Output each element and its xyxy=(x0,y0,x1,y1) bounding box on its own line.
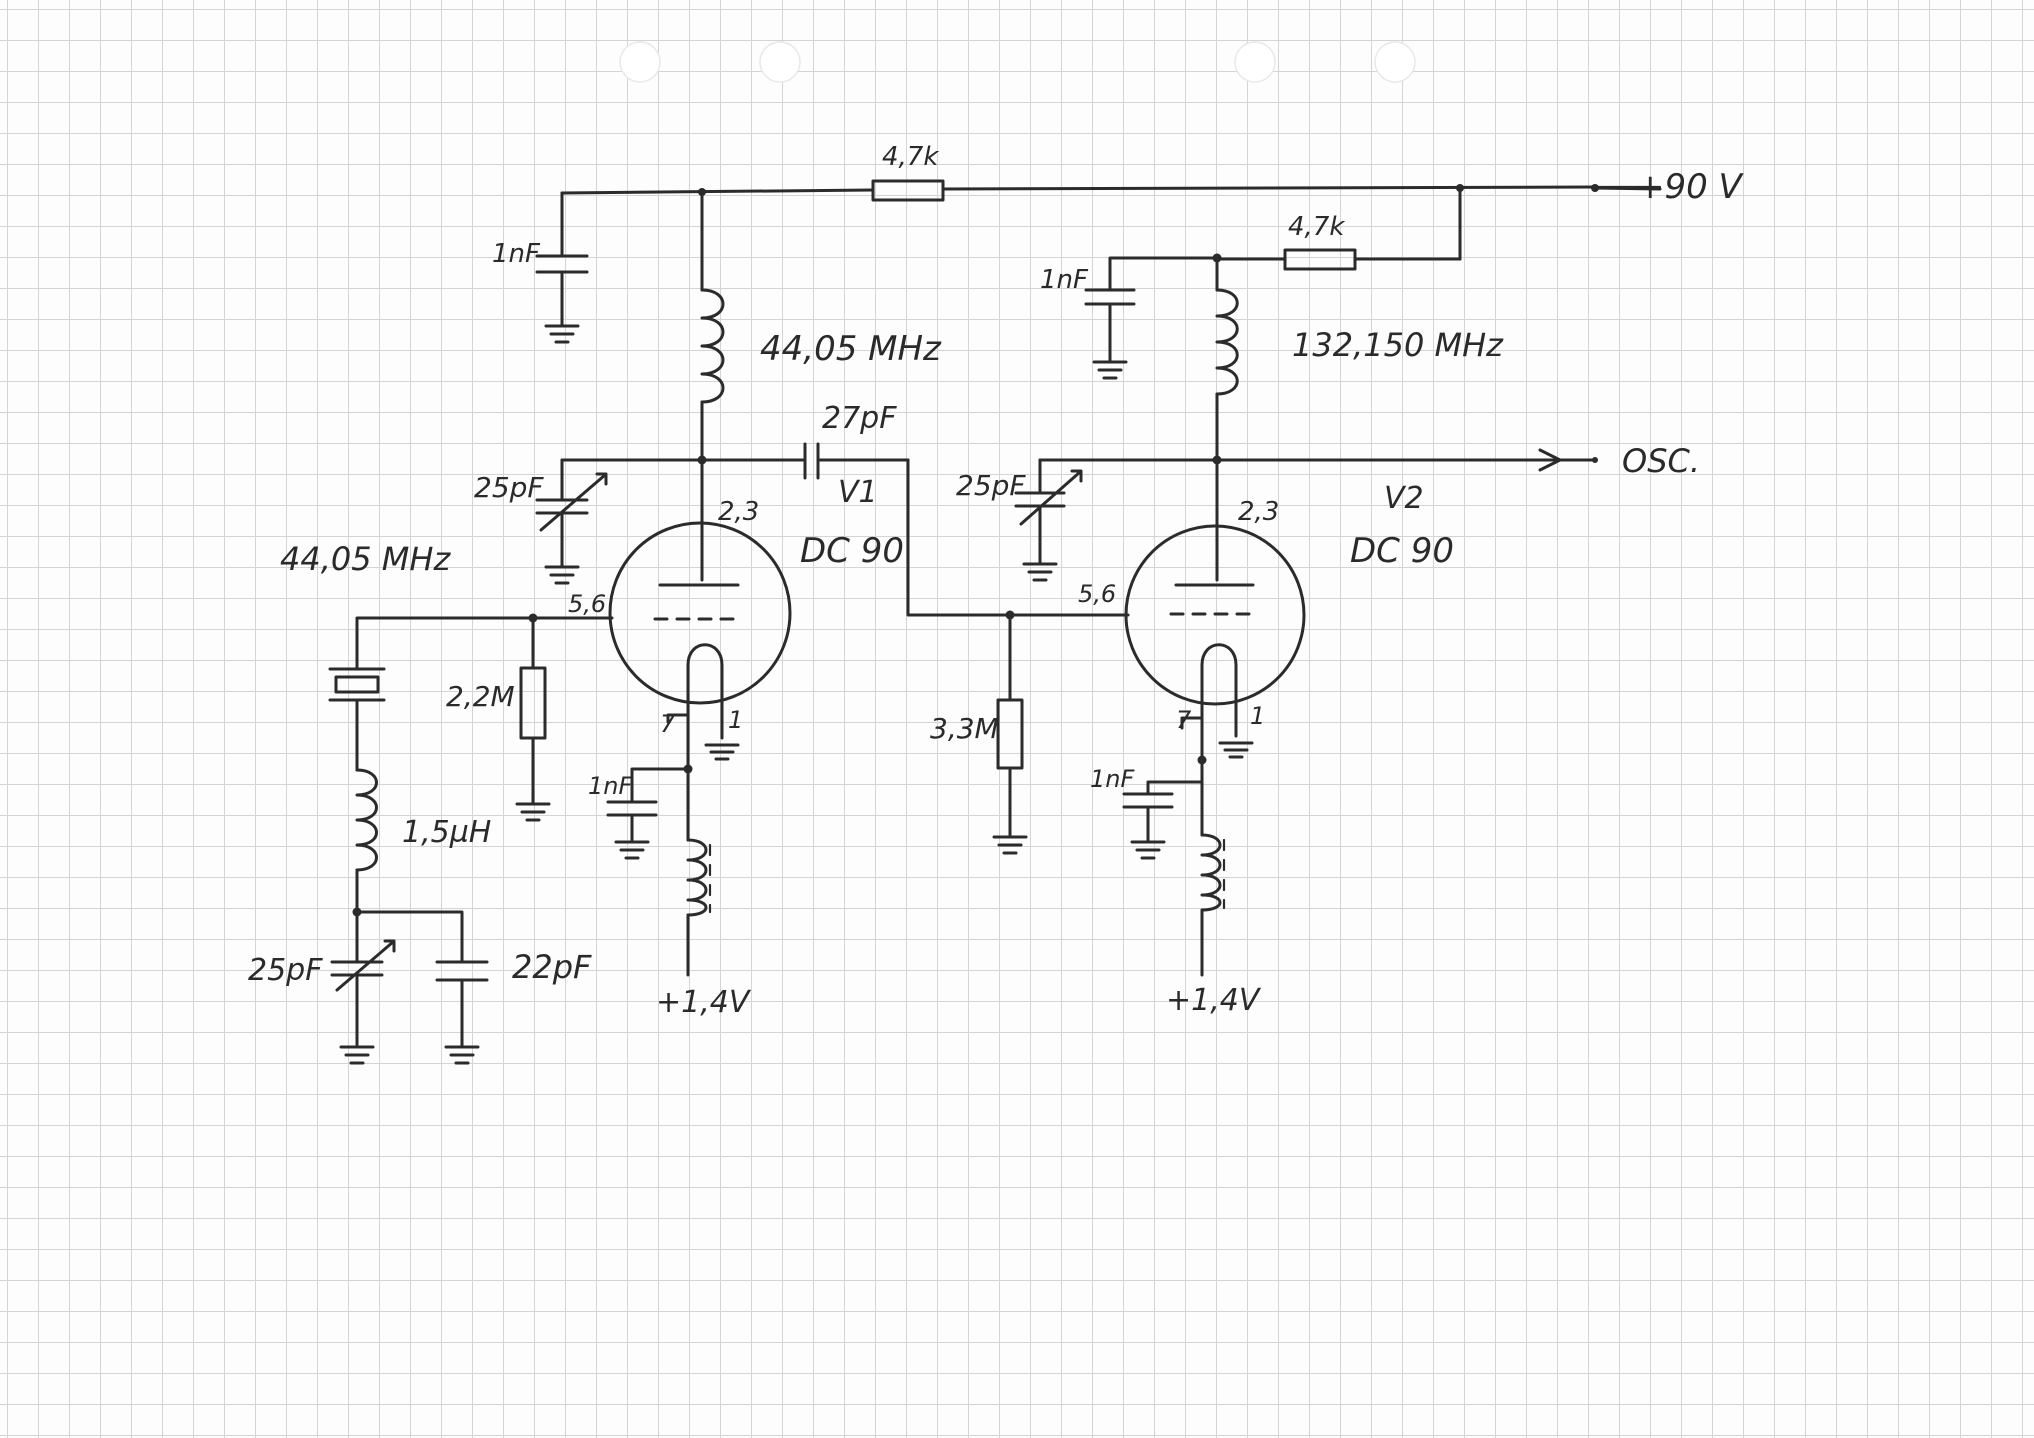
tank-coil-v2-label: 132,150 MHz xyxy=(1292,326,1504,364)
fil-cap-v1-label: 1nF xyxy=(588,772,633,800)
supply-rail xyxy=(560,184,1662,261)
v2-anode-node: OSC. xyxy=(1038,442,1700,582)
v1-grid-circuit: 44,05 MHz xyxy=(280,540,614,772)
resistor-grid-v1: 2,2M xyxy=(446,616,551,822)
fixed-cap-label: 22pF xyxy=(512,948,592,986)
resistor-v2-label: 4,7k xyxy=(1288,212,1345,242)
tank-coil-v1: 44,05 MHz xyxy=(700,190,942,462)
crystal-freq-label: 44,05 MHz xyxy=(280,540,451,578)
tube-v2: 2,3 V2 DC 90 5,6 7 1 xyxy=(1008,481,1454,762)
decoupling-cap-1: 1nF xyxy=(492,191,589,344)
supply-90v-label: +90 V xyxy=(1636,167,1745,207)
v1-pin-grid-label: 5,6 xyxy=(568,590,606,618)
v1-pin-anode-label: 2,3 xyxy=(718,497,759,527)
v1-type-label: DC 90 xyxy=(800,531,904,571)
v1-name-label: V1 xyxy=(838,475,878,510)
tank-coil-v1-label: 44,05 MHz xyxy=(760,329,942,369)
trimmer-cap-v1-anode: 25pF xyxy=(474,458,608,585)
v1-pin-gnd-label: 1 xyxy=(728,706,743,734)
v1-pin-fil-label: 7 xyxy=(660,710,676,738)
v2-pin-grid-label: 5,6 xyxy=(1078,580,1116,608)
decoupling-cap-2-label: 1nF xyxy=(1040,265,1089,295)
resistor-grid-v2-label: 3,3M xyxy=(930,712,999,745)
resistor-top: 4,7k xyxy=(871,142,945,202)
trimmer-cap-v1-anode-label: 25pF xyxy=(474,471,544,504)
tube-v1: 2,3 V1 DC 90 5,6 7 1 xyxy=(568,475,904,772)
resistor-grid-v1-label: 2,2M xyxy=(446,680,515,713)
v2-pin-anode-label: 2,3 xyxy=(1238,497,1279,527)
v2-pin-fil-label: 7 xyxy=(1176,706,1192,734)
v2-filament-supply-label: +1,4V xyxy=(1166,983,1262,1018)
v1-anode-node xyxy=(560,455,804,582)
osc-label: OSC. xyxy=(1622,442,1700,480)
trimmer-cap-v2-anode-label: 25pF xyxy=(956,469,1026,502)
tank-coil-v2: 132,150 MHz xyxy=(1215,256,1504,462)
resistor-v2: 4,7k xyxy=(1212,212,1462,271)
resistor-top-label: 4,7k xyxy=(882,142,939,172)
coupling-cap: 27pF xyxy=(800,401,1012,617)
v2-type-label: DC 90 xyxy=(1350,531,1454,571)
v1-filament: 1nF +1,4V xyxy=(588,764,752,1020)
trimmer-cap-v2-anode: 25pF xyxy=(956,458,1083,582)
decoupling-cap-2: 1nF xyxy=(1040,256,1219,380)
v2-name-label: V2 xyxy=(1384,481,1424,516)
v2-filament: 1nF +1,4V xyxy=(1090,755,1262,1018)
v1-filament-supply-label: +1,4V xyxy=(656,985,752,1020)
bottom-trimmer-label: 25pF xyxy=(248,953,323,988)
series-inductor: 1,5µH xyxy=(352,768,491,917)
fil-cap-v2-label: 1nF xyxy=(1090,765,1135,793)
series-inductor-label: 1,5µH xyxy=(402,815,491,850)
resistor-grid-v2: 3,3M xyxy=(930,610,1028,855)
decoupling-cap-1-label: 1nF xyxy=(492,239,541,269)
coupling-cap-label: 27pF xyxy=(822,401,897,436)
binder-holes xyxy=(619,41,1416,83)
v2-pin-gnd-label: 1 xyxy=(1250,702,1265,730)
bottom-caps: 25pF 22pF xyxy=(248,910,592,1065)
